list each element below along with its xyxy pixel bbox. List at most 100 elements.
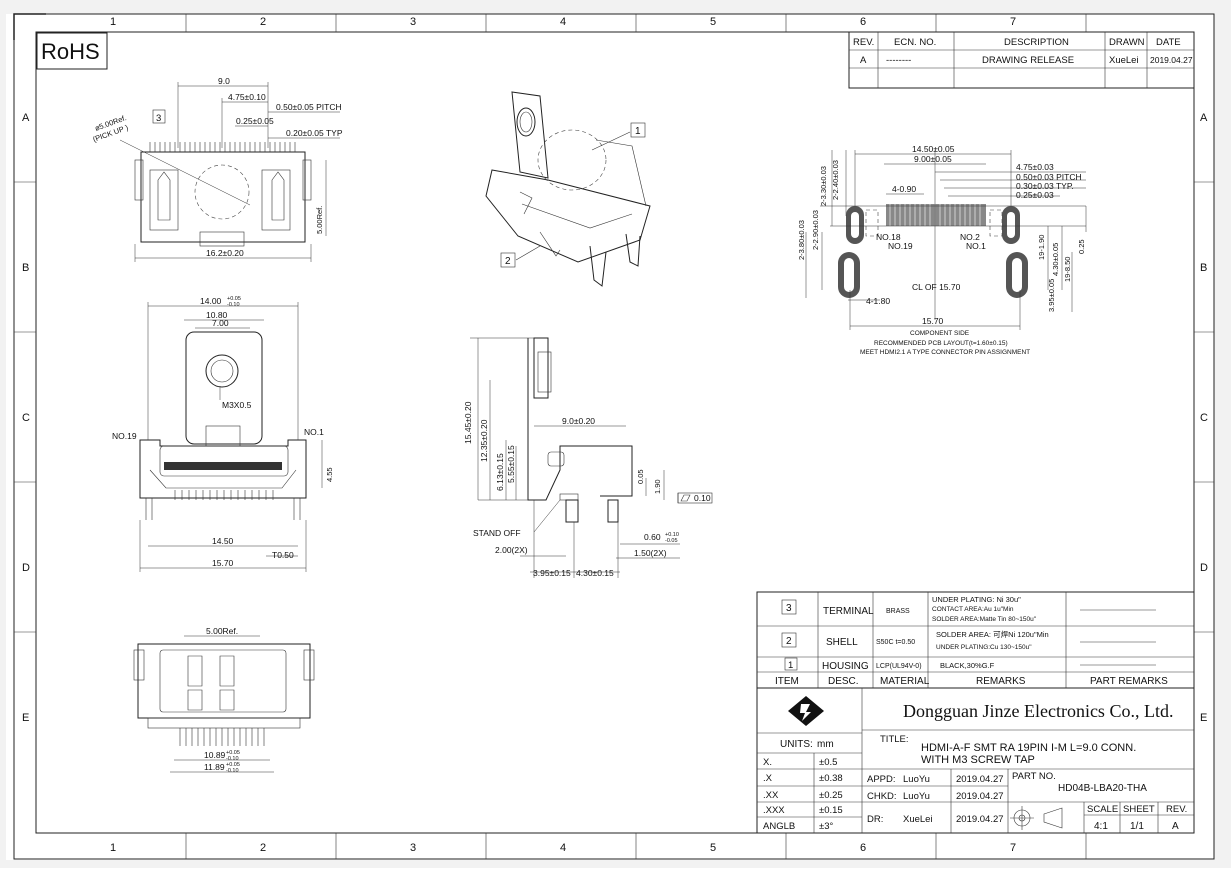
drawing-label: 2-3.30±0.03	[819, 166, 828, 206]
drawing-label: SHELL	[826, 637, 858, 648]
drawing-label: 0.50±0.03 PITCH	[1016, 172, 1082, 182]
drawing-label: 4	[560, 16, 566, 28]
isometric-view: 1 2	[485, 91, 651, 287]
drawing-label: 4.75±0.10	[228, 92, 266, 102]
zone-ticks	[14, 14, 1214, 859]
drawing-label: 3.95±0.15	[533, 568, 571, 578]
drawing-label: 5	[710, 842, 716, 854]
drawing-label: 9.0	[218, 76, 230, 86]
bom-item-1: 1	[788, 660, 793, 671]
drawing-label: 7	[1010, 842, 1016, 854]
bom-item-3: 3	[786, 603, 792, 614]
drawing-label: A	[1200, 112, 1208, 124]
drawing-label: 15.70	[922, 316, 944, 326]
drawing-label: 0.20±0.05 TYP	[286, 128, 343, 138]
zone-labels: 1 2 3 4 5 6 7 1 2 3 4 5 6 7 A B C D E A …	[22, 16, 1208, 854]
front-view: 14.00 +0.05 -0.10 10.80 7.00 M3X0.5 NO.1…	[112, 296, 334, 572]
outer-frame	[13, 13, 1215, 860]
drawing-label: 2	[505, 256, 511, 267]
drawing-label: PART NO.	[1012, 771, 1056, 782]
drawing-label: REV.	[853, 37, 874, 48]
drawing-label: 0.25±0.05	[236, 116, 274, 126]
drawing-label: SOLDER AREA:Matte Tin 80~150u"	[932, 616, 1037, 623]
drawing-label: 1/1	[1130, 821, 1144, 832]
drawing-label: 4:1	[1094, 821, 1108, 832]
drawing-label: 9.0±0.20	[562, 416, 595, 426]
drawing-label: 2.00(2X)	[495, 545, 528, 555]
drawing-label: DESC.	[828, 676, 859, 687]
drawing-label: E	[22, 712, 29, 724]
drawing-label: 2	[260, 16, 266, 28]
drawing-label: 0.10	[694, 493, 711, 503]
drawing-label: 2019.04.27	[1150, 55, 1193, 65]
drawing-label: 16.2±0.20	[206, 248, 244, 258]
bom-item-2: 2	[786, 636, 792, 647]
drawing-title-line1: HDMI-A-F SMT RA 19PIN I-M L=9.0 CONN.	[921, 742, 1136, 754]
drawing-label: 2-3.80±0.03	[797, 220, 806, 260]
drawing-label: -0.10	[227, 302, 240, 308]
drawing-label: 3	[410, 16, 416, 28]
drawing-label: 3	[410, 842, 416, 854]
drawing-label: 4.55	[325, 467, 334, 482]
drawing-label: 3.95±0.05	[1047, 279, 1056, 312]
drawing-label: SCALE	[1087, 804, 1118, 815]
drawing-label: mm	[817, 739, 834, 750]
drawing-label: DRAWING RELEASE	[982, 55, 1074, 66]
drawing-label: 15.45±0.20	[463, 401, 473, 444]
drawing-label: APPD:	[867, 774, 896, 785]
drawing-label: MEET HDMI2.1 A TYPE CONNECTOR PIN ASSIGN…	[860, 349, 1030, 356]
drawing-label: MATERIAL	[880, 676, 930, 687]
drawing-label: 2019.04.27	[956, 791, 1004, 802]
drawing-label: --------	[886, 55, 911, 66]
drawing-label: NO.18	[876, 232, 901, 242]
drawing-label: A	[860, 55, 867, 66]
drawing-label: 3	[156, 113, 161, 124]
drawing-label: DATE	[1156, 37, 1181, 48]
drawing-label: 4.75±0.03	[1016, 162, 1054, 172]
drawing-label: UNITS:	[780, 739, 813, 750]
drawing-label: M3X0.5	[222, 400, 252, 410]
drawing-label: DRAWN	[1109, 37, 1145, 48]
drawing-label: NO.19	[888, 241, 913, 251]
drawing-label: 5.00Ref.	[315, 206, 324, 234]
drawing-label: 14.50±0.05	[912, 144, 955, 154]
drawing-label: LuoYu	[903, 774, 930, 785]
drawing-label: X.	[763, 757, 772, 768]
drawing-label: 4	[560, 842, 566, 854]
drawing-label: 5	[710, 16, 716, 28]
drawing-label: 14.50	[212, 536, 234, 546]
drawing-label: DESCRIPTION	[1004, 37, 1069, 48]
drawing-label: ±0.15	[819, 805, 843, 816]
drawing-label: LCP(UL94V-0)	[876, 663, 922, 670]
drawing-label: UNDER PLATING:Cu 130~150u"	[936, 644, 1032, 651]
bottom-view: 5.00Ref. 10.89 +0.05 -0.10 11.89 +0.05 -…	[133, 626, 315, 774]
drawing-label: UNDER PLATING: Ni 30u"	[932, 595, 1021, 604]
drawing-label: SHEET	[1123, 804, 1155, 815]
drawing-label: 0.50±0.05 PITCH	[276, 102, 342, 112]
drawing-label: B	[22, 262, 29, 274]
drawing-label: TERMINAL	[823, 606, 874, 617]
drawing-label: CONTACT AREA:Au 1u"Min	[932, 606, 1014, 613]
drawing-label: REV.	[1166, 804, 1187, 815]
drawing-label: .X	[763, 773, 773, 784]
pcb-layout: 14.50±0.05 9.00±0.05 4.75±0.03 0.50±0.03…	[797, 144, 1087, 356]
drawing-label: 4.30±0.05	[1051, 243, 1060, 276]
part-number: HD04B-LBA20-THA	[1058, 783, 1147, 794]
drawing-label: BRASS	[886, 608, 910, 615]
drawing-label: -0.10	[226, 756, 239, 762]
drawing-label: 4.30±0.15	[576, 568, 614, 578]
drawing-label: 2	[260, 842, 266, 854]
drawing-label: 0.25±0.03	[1016, 190, 1054, 200]
drawing-label: E	[1200, 712, 1207, 724]
drawing-label: PART REMARKS	[1090, 676, 1168, 687]
drawing-label: NO.1	[966, 241, 986, 251]
projection-symbol	[1010, 806, 1063, 830]
drawing-label: NO.19	[112, 431, 137, 441]
drawing-label: ±0.5	[819, 757, 837, 768]
drawing-label: 9.00±0.05	[914, 154, 952, 164]
drawing-label: 5.00Ref.	[206, 626, 238, 636]
drawing-label: DR:	[867, 814, 883, 825]
company-name: Dongguan Jinze Electronics Co., Ltd.	[903, 701, 1173, 721]
